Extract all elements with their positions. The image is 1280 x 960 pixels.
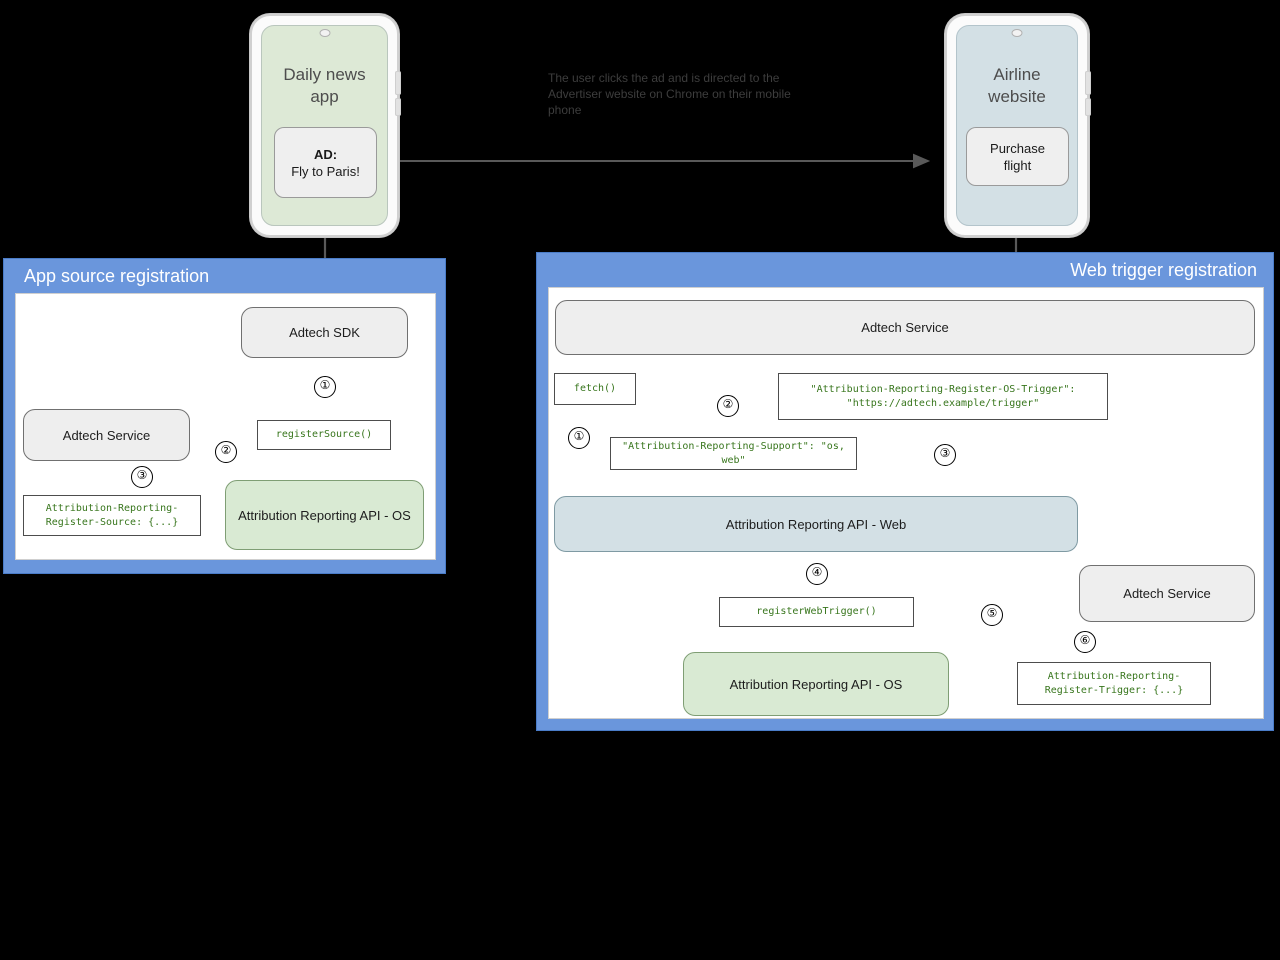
phone-left-title-line1: Daily news (283, 65, 366, 84)
node-adtech-sdk-label: Adtech SDK (289, 325, 360, 340)
purchase-card-line1: Purchase (990, 140, 1045, 156)
step-badge-3-right: ③ (934, 444, 956, 466)
step-badge-1-right: ① (568, 427, 590, 449)
codebox-support-text: "Attribution-Reporting-Support": "os, we… (622, 440, 845, 466)
step-badge-4-right: ④ (806, 563, 828, 585)
node-adtech-service-bottom-right-label: Adtech Service (1123, 586, 1211, 601)
phone-volume-button (395, 98, 401, 116)
codebox-register-source: registerSource() (257, 420, 391, 450)
panel-app-source-title: App source registration (24, 266, 210, 286)
panel-web-trigger-title: Web trigger registration (1070, 260, 1257, 280)
step-badge-1-left: ① (314, 376, 336, 398)
phone-right-title: Airline website (947, 64, 1087, 108)
node-adtech-service-left-label: Adtech Service (62, 427, 151, 443)
node-adtech-service-left[interactable]: Adtech Service (23, 409, 190, 461)
phone-right: Airline website Purchase flight (945, 14, 1091, 237)
codebox-support-header: "Attribution-Reporting-Support": "os, we… (610, 437, 857, 470)
codebox-os-trigger-line1: "Attribution-Reporting-Register-OS-Trigg… (810, 383, 1076, 395)
codebox-register-web-trigger: registerWebTrigger() (719, 597, 914, 627)
step-badge-2-left: ② (215, 441, 237, 463)
codebox-register-source-header: Attribution-Reporting-Register-Source: {… (23, 495, 201, 536)
codebox-fetch: fetch() (554, 373, 636, 405)
ad-card[interactable]: AD: Fly to Paris! (274, 127, 377, 198)
node-attribution-os-right[interactable]: Attribution Reporting API - OS (683, 652, 949, 716)
step-badge-2-right: ② (717, 395, 739, 417)
node-attribution-os-left-label: Attribution Reporting API - OS (238, 507, 411, 523)
phone-volume-button (1085, 98, 1091, 116)
camera-notch-icon (1011, 29, 1023, 37)
node-adtech-service-bottom-right[interactable]: Adtech Service (1079, 565, 1255, 622)
phone-right-title-line2: website (988, 87, 1046, 106)
codebox-register-web-trigger-text: registerWebTrigger() (756, 606, 877, 617)
codebox-os-trigger-line2: "https://adtech.example/trigger" (846, 397, 1040, 409)
ad-card-text: Fly to Paris! (291, 163, 360, 179)
node-adtech-sdk[interactable]: Adtech SDK (241, 307, 408, 358)
phone-left-title-line2: app (310, 87, 339, 106)
phone-left: Daily news app AD: Fly to Paris! (250, 14, 401, 237)
phone-left-title: Daily news app (252, 64, 397, 108)
node-adtech-service-top-right[interactable]: Adtech Service (555, 300, 1255, 355)
camera-notch-icon (319, 29, 330, 37)
codebox-register-trigger-line2: Register-Trigger: {...} (1044, 684, 1184, 696)
flow-caption: The user clicks the ad and is directed t… (548, 71, 791, 117)
node-attribution-os-right-label: Attribution Reporting API - OS (729, 676, 903, 692)
step-badge-6-right: ⑥ (1074, 631, 1096, 653)
codebox-register-source-text: registerSource() (275, 429, 373, 440)
codebox-register-trigger-line1: Attribution-Reporting- (1047, 670, 1181, 682)
node-attribution-os-left[interactable]: Attribution Reporting API - OS (225, 480, 424, 550)
node-attribution-web-label: Attribution Reporting API - Web (725, 516, 907, 532)
phone-right-title-line1: Airline (993, 65, 1041, 84)
codebox-os-trigger-header: "Attribution-Reporting-Register-OS-Trigg… (778, 373, 1108, 420)
codebox-fetch-text: fetch() (573, 383, 617, 394)
step-badge-5-right: ⑤ (981, 604, 1003, 626)
codebox-register-trigger-header: Attribution-Reporting- Register-Trigger:… (1017, 662, 1211, 705)
phone-right-screen (956, 25, 1078, 226)
node-adtech-service-top-right-label: Adtech Service (861, 320, 949, 335)
purchase-card-line2: flight (1003, 157, 1032, 173)
step-badge-3-left: ③ (131, 466, 153, 488)
ad-card-label: AD: (313, 146, 338, 162)
codebox-register-source-header-text: Attribution-Reporting-Register-Source: {… (45, 502, 179, 528)
node-attribution-web[interactable]: Attribution Reporting API - Web (554, 496, 1078, 552)
purchase-flight-card[interactable]: Purchase flight (966, 127, 1069, 186)
phone-side-button (395, 71, 401, 95)
phone-side-button (1085, 71, 1091, 95)
